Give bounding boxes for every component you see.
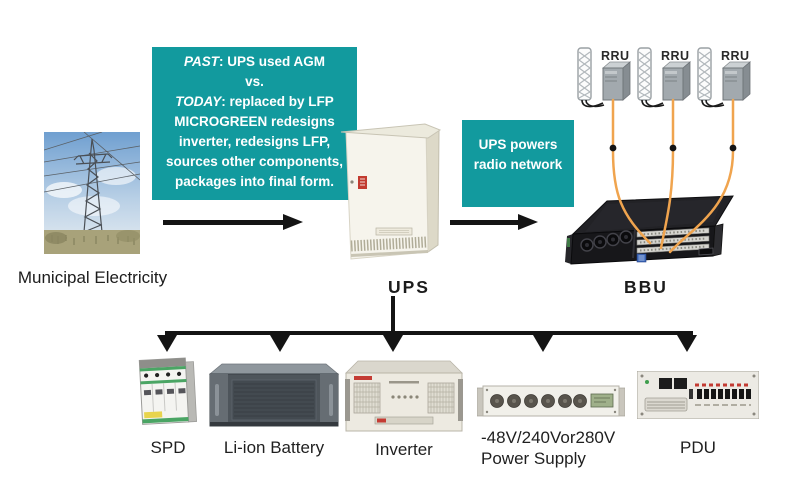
arrow-head (518, 214, 538, 230)
spd-label: SPD (150, 438, 186, 457)
ups-cabinet-icon (340, 123, 442, 260)
li-ion-battery-label: Li-ion Battery (223, 438, 325, 457)
note-past-today: PAST: UPS used AGM vs. TODAY: replaced b… (152, 47, 357, 200)
power-supply-image (477, 384, 625, 418)
pdu-label: PDU (680, 438, 716, 457)
inverter-label: Inverter (375, 440, 433, 459)
antenna-and-rru-icon (697, 47, 752, 108)
note-line: inverter, redesigns LFP, (178, 134, 331, 149)
surge-protector-icon (138, 357, 198, 425)
power-supply-label: -48V/240Vor280V Power Supply (481, 427, 631, 469)
arrow-head (283, 214, 303, 230)
municipal-electricity-label: Municipal Electricity (17, 268, 168, 287)
note-line: PAST: UPS used AGM (152, 52, 357, 72)
rru-unit: RRU (636, 46, 696, 110)
battery-rack-icon (208, 363, 340, 427)
rru-label: RRU (601, 49, 630, 63)
ups-label: UPS (388, 277, 430, 297)
ups-cabinet-image (338, 112, 443, 264)
tree-horizontal-line (165, 331, 693, 335)
antenna-and-rru-icon (637, 47, 692, 108)
power-supply-label-line1: -48V/240Vor280V (481, 428, 616, 447)
power-supply-label-line2: Power Supply (481, 449, 586, 468)
antenna-and-rru-icon (577, 47, 632, 108)
pdu-panel-icon (637, 371, 759, 419)
pdu-image (637, 371, 759, 419)
arrow-down-icon (383, 335, 403, 352)
inverter-image (345, 359, 463, 433)
note-line: radio network (473, 157, 563, 172)
note-line: MICROGREEN redesigns (174, 114, 335, 129)
arrow-down-icon (157, 335, 177, 352)
municipal-electricity-photo (44, 132, 140, 254)
arrow-down-icon (533, 335, 553, 352)
note-ups-powers-radio: UPS powers radio network (462, 120, 574, 207)
arrow-shaft (450, 219, 518, 225)
li-ion-battery-image (208, 362, 340, 428)
note-line: TODAY: replaced by LFP (152, 92, 357, 112)
rru-label: RRU (721, 49, 750, 63)
arrow-down-icon (677, 335, 697, 352)
note-line: UPS powers (478, 137, 558, 152)
bbu-image (563, 192, 738, 274)
power-pylon-icon (44, 132, 140, 254)
rectifier-shelf-icon (477, 385, 625, 417)
arrow-down-icon (270, 335, 290, 352)
tree-vertical-line (391, 296, 395, 334)
past-rest: : UPS used AGM (219, 54, 326, 69)
note-line: sources other components, (165, 154, 344, 169)
bbu-chassis-icon (565, 195, 734, 265)
rru-label: RRU (661, 49, 690, 63)
spd-image (135, 353, 201, 430)
rru-unit: RRU (696, 46, 756, 110)
arrow-shaft (163, 219, 283, 225)
today-rest: : replaced by LFP (221, 94, 334, 109)
note-line: packages into final form. (174, 174, 335, 189)
inverter-rack-icon (345, 360, 463, 432)
bbu-label: BBU (624, 277, 668, 297)
today-word: TODAY (175, 94, 222, 109)
arrow-right-icon (163, 214, 303, 230)
past-word: PAST (183, 54, 219, 69)
note-line: vs. (245, 74, 264, 89)
arrow-right-icon (450, 214, 538, 230)
rru-unit: RRU (576, 46, 636, 110)
